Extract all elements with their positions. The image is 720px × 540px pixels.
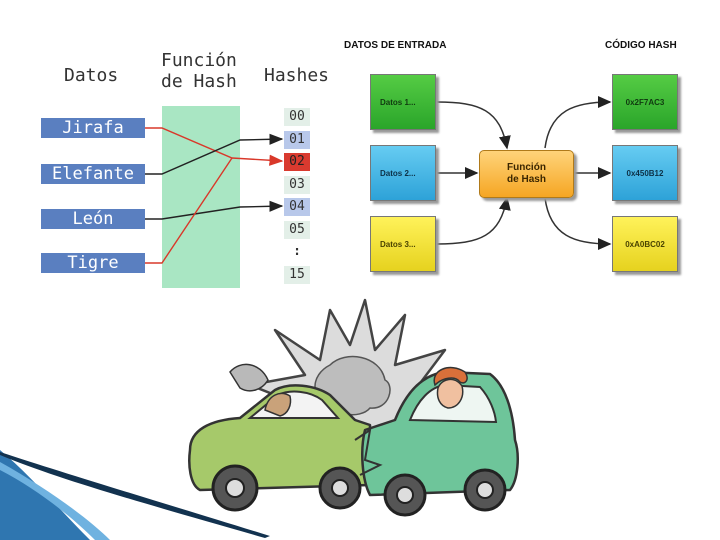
function-label-line1: Función <box>507 162 546 173</box>
arrow-function-to-output3 <box>544 197 612 250</box>
slot-02: 02 <box>284 153 310 171</box>
output-box-2: 0x450B12 <box>612 145 678 201</box>
output-box-3: 0xA0BC02 <box>612 216 678 272</box>
funcion-header-line1: Función <box>161 50 237 71</box>
hash-mapping-lines <box>145 127 284 264</box>
line-jirafa-to-02 <box>145 127 284 166</box>
datos-header: Datos <box>64 65 119 86</box>
output-column-title: CÓDIGO HASH <box>605 40 677 51</box>
slot-15: 15 <box>284 266 310 284</box>
slot-ellipsis: : <box>293 244 301 259</box>
line-elefante-to-01 <box>145 133 284 175</box>
left-car <box>188 363 372 512</box>
arrow-input3-to-function <box>436 196 511 245</box>
slot-05: 05 <box>284 221 310 239</box>
input-box-3: Datos 3... <box>370 216 436 272</box>
function-label-line2: de Hash <box>507 174 546 185</box>
car-crash-illustration <box>188 298 519 517</box>
hashes-header: Hashes <box>264 65 330 86</box>
hash-function-box: Función de Hash <box>479 150 574 198</box>
flow-arrows <box>436 96 612 250</box>
slot-03: 03 <box>284 176 310 194</box>
key-leon: León <box>41 209 145 229</box>
right-car <box>361 366 519 517</box>
funcion-header-line2: de Hash <box>161 71 237 92</box>
slot-04: 04 <box>284 198 310 216</box>
slot-00: 00 <box>284 108 310 126</box>
input-box-2: Datos 2... <box>370 145 436 201</box>
arrow-input1-to-function <box>436 101 511 150</box>
input-column-title: DATOS DE ENTRADA <box>344 40 447 51</box>
input-box-1: Datos 1... <box>370 74 436 130</box>
key-tigre: Tigre <box>41 253 145 273</box>
line-tigre-to-02 <box>145 157 233 264</box>
hash-function-band <box>162 106 240 288</box>
key-elefante: Elefante <box>41 164 145 184</box>
key-jirafa: Jirafa <box>41 118 145 138</box>
arrow-function-to-output1 <box>544 96 612 149</box>
slide-swoosh-decoration <box>0 450 270 540</box>
line-leon-to-04 <box>145 200 284 220</box>
output-box-1: 0x2F7AC3 <box>612 74 678 130</box>
slot-01: 01 <box>284 131 310 149</box>
